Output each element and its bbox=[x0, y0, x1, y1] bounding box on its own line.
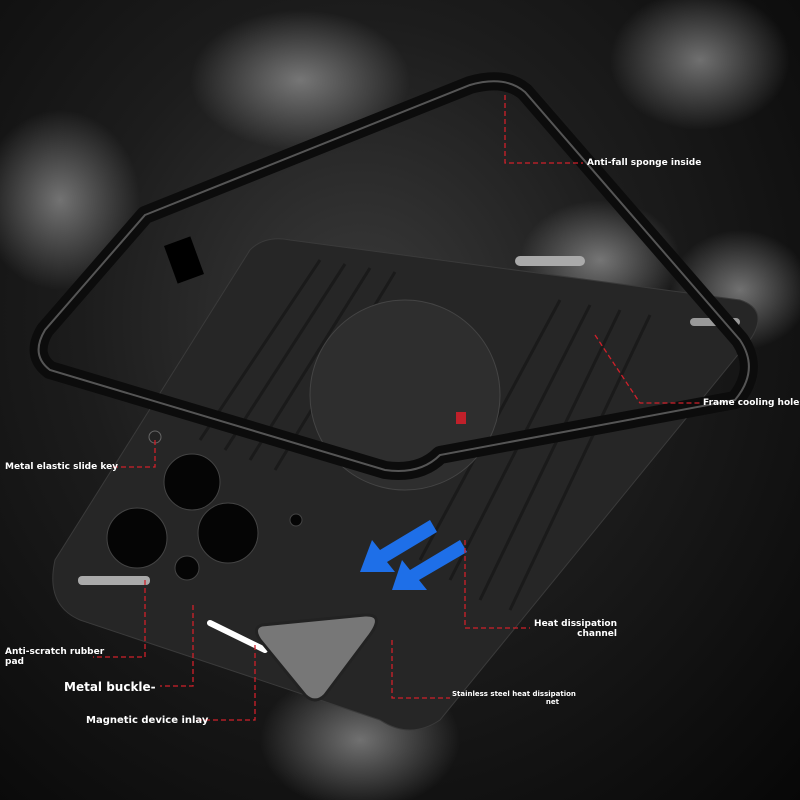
heat-flow-arrows bbox=[360, 520, 467, 590]
steel-net bbox=[255, 613, 378, 702]
label-line: pad bbox=[5, 657, 24, 667]
label-anti-fall-sponge: Anti-fall sponge inside bbox=[587, 158, 702, 168]
label-line: Heat dissipation bbox=[534, 619, 617, 629]
label-metal-buckle: Metal buckle- bbox=[64, 680, 156, 694]
label-line: channel bbox=[577, 629, 617, 639]
label-metal-slide-key: Metal elastic slide key bbox=[5, 462, 119, 472]
magsafe-ring bbox=[309, 299, 501, 491]
label-line: Stainless steel heat dissipation bbox=[452, 690, 576, 698]
label-line: Anti-scratch rubber bbox=[5, 647, 105, 657]
label-frame-cooling-holes: Frame cooling holes bbox=[703, 398, 800, 408]
label-line: net bbox=[545, 698, 559, 706]
slide-key bbox=[456, 412, 466, 424]
label-magnetic-inlay: Magnetic device inlay bbox=[86, 715, 209, 726]
camera-cutouts bbox=[106, 453, 303, 581]
cooling-channels bbox=[198, 259, 652, 611]
leader-lines bbox=[93, 95, 700, 721]
